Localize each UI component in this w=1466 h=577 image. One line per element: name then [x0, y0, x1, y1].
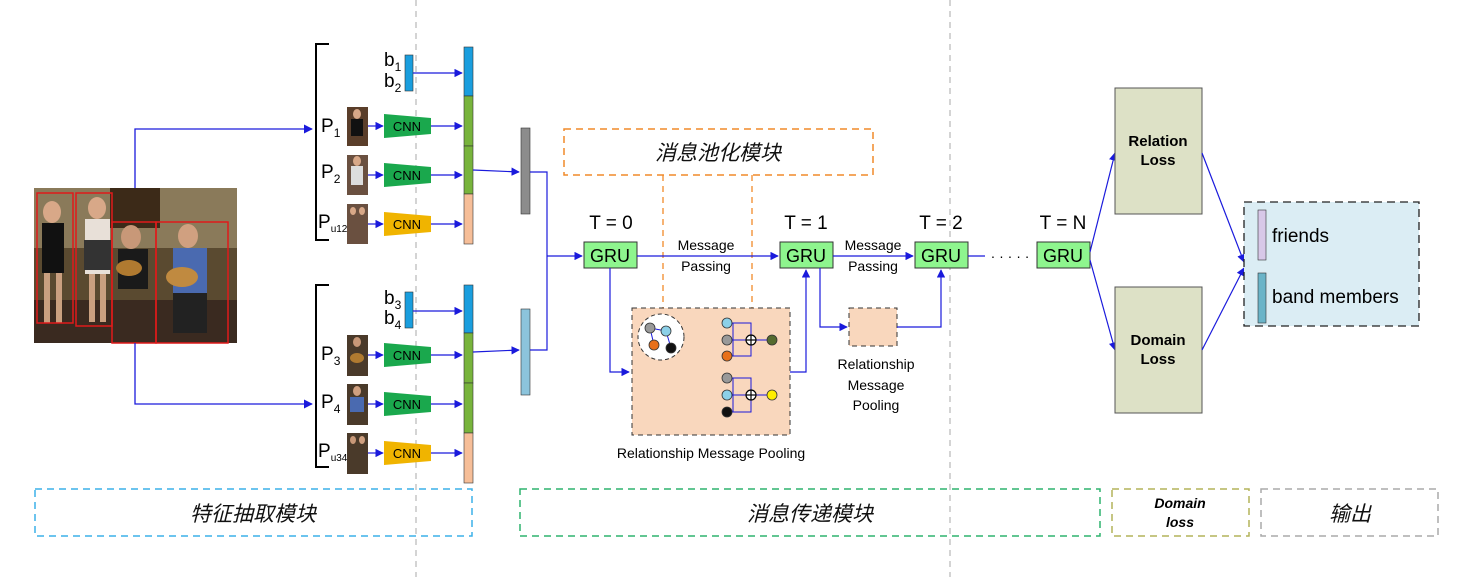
time-step-label: T = 1	[784, 213, 827, 234]
relationship-message-pooling-small	[848, 307, 898, 347]
message-passing-label: Passing	[848, 258, 898, 274]
label-p4: P4	[321, 392, 341, 416]
box-feature-bar	[404, 291, 414, 329]
label-b2: b2	[384, 71, 402, 95]
cnn-label: CNN	[393, 446, 421, 461]
domain-loss-module-label: loss	[1166, 514, 1194, 530]
message-passing-label: Message	[845, 237, 902, 253]
message-module-box	[519, 488, 1101, 537]
pooling-module-title: 消息池化模块	[655, 141, 783, 165]
label-b3: b3	[384, 288, 402, 312]
person-thumbnail	[347, 384, 368, 425]
arrow-to-relation-feature	[472, 346, 520, 355]
relation-loss-box	[1114, 87, 1203, 215]
time-step-label: T = 2	[919, 213, 962, 234]
label-p2: P2	[321, 162, 341, 186]
pooling-tree-top	[721, 317, 778, 362]
output-box	[1243, 201, 1420, 327]
output-label-band-members: band members	[1272, 287, 1399, 308]
cnn-label: CNN	[393, 348, 421, 363]
message-module-title: 消息传递模块	[747, 502, 875, 526]
message-passing-label: Passing	[681, 258, 731, 274]
relation-feature-gray	[520, 127, 531, 215]
message-passing-label: Message	[678, 237, 735, 253]
arrow-gru0-to-pooling	[609, 268, 630, 377]
label-b1: b1	[384, 50, 402, 74]
rmp-small-caption: Relationship	[837, 356, 914, 372]
label-pu12: Pu12	[318, 212, 348, 235]
relation-feature-blue	[520, 308, 531, 396]
gru-label: GRU	[1043, 246, 1083, 266]
rmp-caption: Relationship Message Pooling	[617, 445, 805, 461]
domain-loss-box	[1114, 286, 1203, 414]
feature-vector-bottom	[463, 284, 474, 484]
time-step-label: T = N	[1040, 213, 1087, 234]
label-p1: P1	[321, 116, 341, 140]
cnn-block-pu34	[384, 441, 431, 465]
gru-block-t1	[779, 241, 834, 269]
rmp-small-caption: Pooling	[853, 397, 900, 413]
label-b4: b4	[384, 308, 402, 332]
cnn-label: CNN	[393, 397, 421, 412]
gru-block-t0	[583, 241, 638, 269]
domain-loss-module-label: Domain	[1154, 495, 1205, 511]
time-step-label: T = 0	[589, 213, 632, 234]
box-feature-bar	[404, 54, 414, 92]
arrow-to-domain-loss	[1089, 259, 1118, 351]
cnn-block-p4	[384, 392, 431, 416]
connector	[530, 171, 548, 351]
arrow-pooling-to-gru1	[790, 269, 811, 373]
relation-loss-label: Relation	[1128, 133, 1187, 150]
arrow-photo-bottom	[134, 343, 313, 409]
person-thumbnail	[347, 107, 368, 146]
domain-loss-module-box	[1111, 488, 1250, 537]
cnn-label: CNN	[393, 119, 421, 134]
pooling-tree-bottom	[721, 372, 778, 418]
bracket-top	[315, 43, 329, 241]
graph-icon	[637, 313, 685, 361]
arrow-to-output	[1201, 267, 1245, 351]
domain-loss-label: Loss	[1140, 351, 1175, 368]
person-thumbnail	[347, 433, 368, 474]
arrow-to-output	[1201, 152, 1246, 263]
cnn-block-p2	[384, 163, 431, 187]
ellipsis: · · · · ·	[991, 248, 1030, 264]
bracket-bottom	[315, 284, 329, 468]
gru-label: GRU	[590, 246, 630, 266]
arrow-small-pooling-to-gru2	[897, 269, 946, 328]
cnn-block-pu12	[384, 212, 431, 236]
rmp-small-caption: Message	[848, 377, 905, 393]
arrow-photo-top	[134, 124, 313, 188]
label-pu34: Pu34	[318, 441, 348, 464]
feature-module-box	[34, 488, 473, 537]
output-label-friends: friends	[1272, 226, 1329, 247]
gru-label: GRU	[786, 246, 826, 266]
relation-loss-label: Loss	[1140, 152, 1175, 169]
label-p3: P3	[321, 344, 341, 368]
gru-block-t2	[914, 241, 969, 269]
gru-block-tn	[1036, 241, 1091, 269]
cnn-block-p3	[384, 343, 431, 367]
arrow-gru1-to-small-pooling	[819, 268, 848, 332]
output-module-title: 输出	[1329, 502, 1372, 526]
output-module-box	[1260, 488, 1439, 537]
output-bar-band-members	[1257, 272, 1267, 324]
person-thumbnail	[347, 335, 368, 376]
output-bar-friends	[1257, 209, 1267, 261]
feature-module-title: 特征抽取模块	[190, 502, 318, 526]
arrow-to-relation-loss	[1089, 152, 1118, 253]
cnn-block-p1	[384, 114, 431, 138]
person-thumbnail	[347, 204, 368, 244]
arrow-to-relation-feature	[472, 167, 520, 176]
input-photo	[34, 188, 237, 344]
cnn-label: CNN	[393, 168, 421, 183]
cnn-label: CNN	[393, 217, 421, 232]
person-thumbnail	[347, 155, 368, 195]
pooling-module-box	[563, 128, 874, 176]
domain-loss-label: Domain	[1130, 332, 1185, 349]
gru-label: GRU	[921, 246, 961, 266]
feature-vector-top	[463, 46, 474, 245]
